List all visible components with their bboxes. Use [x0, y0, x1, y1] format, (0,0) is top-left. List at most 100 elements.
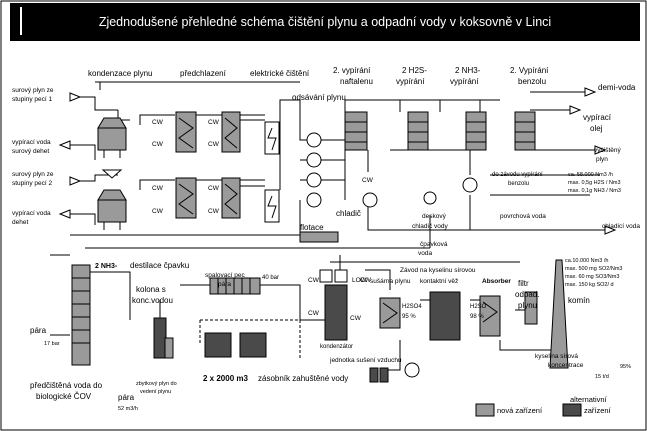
label-surovy1-1: surový plyn ze: [12, 87, 54, 94]
label-filtr-3: plynu: [518, 301, 537, 310]
label-nh3-2: vypírání: [450, 77, 479, 86]
label-zavod: Závod na kyselinu sírovou: [400, 267, 476, 274]
label-kolona-2: konc.vodou: [132, 296, 173, 305]
label-cw-4: CW: [152, 208, 164, 215]
label-spec-3: max. 0,1g NH3 / Nm3: [568, 188, 621, 194]
label-komin-spec-3: max. 60 mg SO3/Nm3: [565, 274, 619, 280]
label-filtr-2: odpad.: [515, 290, 539, 299]
label-para2: pára: [118, 393, 135, 402]
label-naftalen-1: 2. vypírání: [333, 66, 371, 75]
label-kyselina-1: kyselina sírová: [535, 353, 578, 360]
label-deskovy-2: chladič vody: [412, 223, 449, 230]
label-kyselina-3: 15 t/d: [595, 374, 609, 380]
label-do-zavodu-1: do závodu vypírání: [492, 172, 543, 178]
label-h2so4-2-pct: 98 %: [470, 314, 484, 320]
label-kondenzace: kondenzace plynu: [88, 69, 153, 78]
label-filtr-1: filtr: [518, 279, 529, 288]
label-kyselina-2: koncentrace: [548, 362, 584, 369]
label-nh3-dest: 2 NH3-: [95, 263, 118, 270]
labels: kondenzace plynu předchlazení elektrické…: [12, 66, 640, 415]
label-cw-2: CW: [152, 141, 164, 148]
label-chladic: chladič: [336, 209, 361, 218]
label-cw-3: CW: [152, 185, 164, 192]
label-zbytkovy-2: vedení plynu: [140, 389, 171, 395]
label-komin: komín: [568, 296, 590, 305]
label-benzol-1: 2. Vypírání: [510, 66, 549, 75]
title-bar: Zjednodušené přehledné schéma čištění pl…: [10, 3, 640, 41]
title-bar-tick: [20, 7, 22, 35]
label-zasobnik-count: 2 x 2000 m3: [203, 374, 248, 383]
label-para: pára: [30, 326, 47, 335]
label-spalovaci-1: spalovací pec: [205, 272, 245, 279]
gas-blowers: [306, 132, 322, 208]
label-predchlazeni: předchlazení: [180, 69, 227, 78]
label-jednotka: jednotka sušení vzduchu: [329, 357, 402, 364]
label-do-zavodu-2: benzolu: [508, 181, 529, 187]
label-elektricke: elektrické čištění: [250, 69, 310, 78]
label-deskovy-1: deskový: [422, 213, 447, 220]
label-surovy2-1: surový plyn ze: [12, 171, 54, 178]
label-legend-alt-1: alternativní: [570, 395, 608, 404]
label-demi: demi-voda: [598, 83, 636, 92]
label-benzol-2: benzolu: [518, 77, 546, 86]
label-kyselina-pct: 95%: [620, 364, 631, 370]
label-dehet2-2: dehet: [12, 219, 28, 226]
label-para2-flow: 52 m3/h: [118, 406, 138, 412]
label-cw-1: CW: [152, 119, 164, 126]
label-cpavkova-2: voda: [418, 250, 432, 257]
label-cw-11: CW: [360, 277, 372, 284]
label-spec-2: max. 0,5g H2S / Nm3: [568, 180, 621, 186]
label-cw-6: CW: [208, 141, 220, 148]
label-povrchova: povrchová voda: [500, 213, 546, 220]
label-cw-10: CW: [308, 277, 320, 284]
label-vycisteny-1: vyčištěný: [594, 147, 621, 154]
label-vycisteny-2: plyn: [596, 156, 608, 163]
label-legend-new: nová zařízení: [497, 406, 543, 415]
label-susarna: sušárna plynu: [370, 278, 411, 285]
label-dehet2-1: vypírací voda: [12, 210, 51, 217]
legend-alt-swatch: [562, 403, 582, 417]
page-title: Zjednodušené přehledné schéma čištění pl…: [98, 15, 552, 29]
label-h2so4-1: H2SO4: [402, 304, 422, 310]
label-spec-1: ca. 58.000 Nm3 /h: [568, 172, 613, 178]
label-zbytkovy-1: zbytkový plyn do: [136, 381, 177, 387]
label-olej-2: olej: [590, 124, 603, 133]
label-dehet1-1: vypírací voda: [12, 139, 51, 146]
label-zasobnik: zásobník zahuštěné vody: [258, 374, 348, 383]
label-kontaktni: kontaktní věž: [420, 278, 458, 285]
condensers: [97, 117, 127, 230]
label-h2so4-1-pct: 95 %: [402, 314, 416, 320]
label-17bar: 17 bar: [44, 341, 60, 347]
label-cw-9: CW: [362, 177, 374, 184]
electrostatic-precipitators: [264, 121, 280, 223]
label-chladici-voda: chladicí voda: [602, 223, 640, 230]
label-spalovaci-2: pára: [218, 281, 231, 288]
label-flotace: flotace: [300, 223, 324, 232]
label-cw-12: CW: [308, 310, 320, 317]
label-legend-alt-2: zařízení: [584, 406, 612, 415]
label-h2s-2: vypírání: [396, 77, 425, 86]
scrubbers: [344, 111, 536, 208]
label-cw-7: CW: [208, 185, 220, 192]
label-olej-1: vypírací: [583, 113, 612, 122]
label-dehet1-2: surový dehet: [12, 148, 49, 155]
label-absorber: Absorber: [482, 278, 511, 285]
label-predcistena-2: biologické ČOV: [36, 392, 92, 401]
label-kolona-1: kolona s: [136, 285, 166, 294]
bottom-equipment: [71, 231, 569, 383]
label-h2so4-2: H2SO: [470, 304, 487, 310]
label-surovy2-2: stupiny pecí 2: [12, 180, 52, 187]
label-komin-spec-4: max. 150 kg SO2/ d: [565, 282, 614, 288]
legend-new-swatch: [475, 403, 495, 417]
label-40bar: 40 bar: [262, 275, 279, 281]
label-predcistena-1: předčištěná voda do: [30, 381, 103, 390]
precoolers: [175, 111, 241, 219]
label-cw-13: CW: [350, 315, 362, 322]
label-komin-spec-2: max. 500 mg SO2/Nm3: [565, 266, 622, 272]
label-cw-5: CW: [208, 119, 220, 126]
label-surovy1-2: stupiny pecí 1: [12, 96, 52, 103]
label-cpavkova-1: čpavková: [420, 241, 448, 248]
